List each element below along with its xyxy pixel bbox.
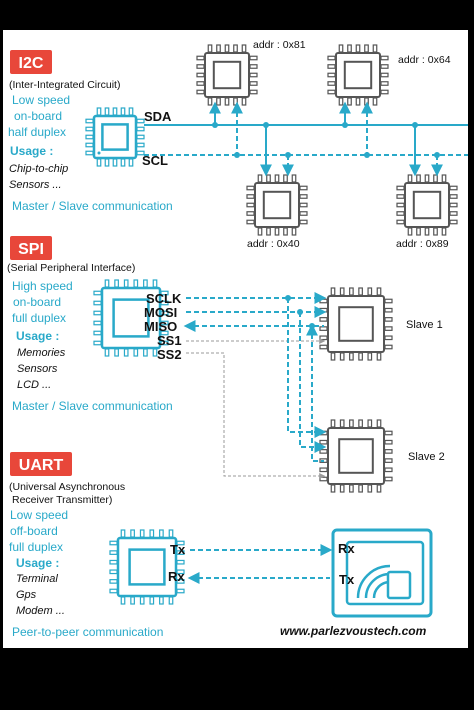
spi-section: SPI (Serial Peripheral Interface) High s… (7, 236, 445, 493)
i2c-comm-type: Master / Slave communication (12, 199, 173, 213)
i2c-slave-0x81-chip-icon (196, 44, 258, 106)
uart-comm-type: Peer-to-peer communication (12, 625, 163, 639)
spi-usage-lcd: LCD ... (17, 379, 51, 391)
junction-dot (342, 122, 348, 128)
uart-usage-gps: Gps (16, 589, 37, 601)
addr-0x81-label: addr : 0x81 (253, 39, 306, 51)
junction-dot (234, 152, 240, 158)
miso-branch (306, 323, 324, 462)
i2c-badge (10, 50, 52, 74)
uart-badge (10, 452, 72, 476)
mosi-branch (299, 312, 327, 453)
i2c-usage-chip: Chip-to-chip (9, 163, 68, 175)
i2c-slave-0x89-chip-icon (396, 174, 458, 236)
uart-usage-modem: Modem ... (16, 605, 65, 617)
spi-slave-1-chip-icon (319, 287, 393, 361)
sclk-label: SCLK (146, 291, 182, 306)
junction-dot (412, 122, 418, 128)
ss1-label: SS1 (157, 333, 182, 348)
uart-desc-speed: Low speed (10, 508, 68, 522)
uart-chip-icon (109, 529, 185, 605)
spi-badge-label: SPI (18, 241, 44, 258)
spi-comm-type: Master / Slave communication (12, 399, 173, 413)
uart-full-name-line1: (Universal Asynchronous (9, 481, 125, 493)
uart-full-name-line2: Receiver Transmitter) (12, 494, 112, 506)
sda-label: SDA (144, 109, 172, 124)
slave-2-label: Slave 2 (408, 451, 445, 463)
spi-desc-duplex: full duplex (12, 311, 66, 325)
modem-device-icon (331, 528, 433, 618)
spi-usage-title: Usage : (16, 329, 59, 343)
spi-desc-speed: High speed (12, 279, 73, 293)
uart-left-tx-label: Tx (170, 542, 186, 557)
spi-usage-sensors: Sensors (17, 363, 58, 375)
ss2-line (186, 352, 326, 479)
i2c-usage-title: Usage : (10, 144, 53, 158)
website-link[interactable]: www.parlezvoustech.com (280, 624, 427, 638)
spi-master-chip-icon (93, 279, 169, 357)
junction-dot (212, 122, 218, 128)
i2c-desc-board: on-board (14, 109, 62, 123)
addr-0x89-label: addr : 0x89 (396, 238, 449, 250)
i2c-slave-0x64-chip-icon (327, 44, 389, 106)
scl-label: SCL (142, 153, 168, 168)
i2c-badge-label: I2C (19, 55, 44, 72)
junction-dot (285, 295, 291, 301)
addr-0x40-label: addr : 0x40 (247, 238, 300, 250)
spi-desc-board: on-board (13, 295, 61, 309)
uart-left-rx-label: Rx (168, 569, 185, 584)
spi-slave-2-chip-icon (319, 419, 393, 493)
uart-right-tx-label: Tx (339, 572, 355, 587)
junction-dot (297, 309, 303, 315)
sclk-branch (287, 298, 327, 438)
ss2-label: SS2 (157, 347, 182, 362)
addr-0x64-label: addr : 0x64 (398, 54, 451, 66)
i2c-master-chip-icon (85, 107, 145, 167)
spi-badge (10, 236, 52, 260)
uart-section: UART (Universal Asynchronous Receiver Tr… (9, 452, 433, 639)
uart-usage-title: Usage : (16, 556, 59, 570)
i2c-desc-speed: Low speed (12, 93, 70, 107)
i2c-full-name: (Inter-Integrated Circuit) (9, 79, 120, 91)
junction-dot (434, 152, 440, 158)
uart-right-rx-label: Rx (338, 541, 355, 556)
spi-usage-memories: Memories (17, 347, 66, 359)
junction-dot (285, 152, 291, 158)
mosi-label: MOSI (144, 305, 177, 320)
uart-usage-terminal: Terminal (16, 573, 58, 585)
uart-badge-label: UART (19, 457, 64, 474)
uart-desc-board: off-board (10, 524, 58, 538)
i2c-usage-sensors: Sensors ... (9, 179, 62, 191)
miso-label: MISO (144, 319, 177, 334)
junction-dot (364, 152, 370, 158)
i2c-desc-duplex: half duplex (8, 125, 66, 139)
junction-dot (309, 323, 315, 329)
spi-full-name: (Serial Peripheral Interface) (7, 262, 135, 274)
junction-dot (263, 122, 269, 128)
uart-desc-duplex: full duplex (9, 540, 63, 554)
slave-1-label: Slave 1 (406, 319, 443, 331)
i2c-section: I2C (Inter-Integrated Circuit) Low speed… (8, 39, 468, 250)
i2c-slave-0x40-chip-icon (246, 174, 308, 236)
